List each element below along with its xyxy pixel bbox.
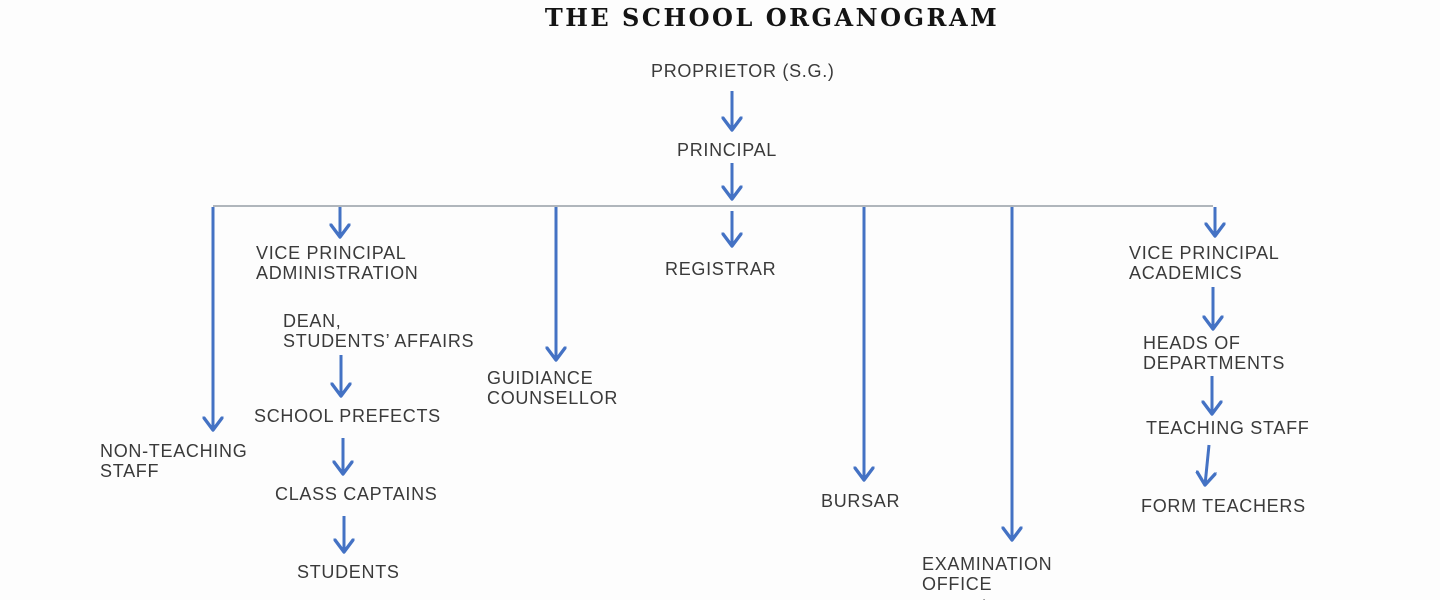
node-vice-principal-administration: VICE PRINCIPAL ADMINISTRATION bbox=[256, 243, 419, 283]
node-registrar: REGISTRAR bbox=[665, 259, 777, 279]
node-form-teachers: FORM TEACHERS bbox=[1141, 496, 1306, 516]
node-vice-principal-academics: VICE PRINCIPAL ACADEMICS bbox=[1129, 243, 1280, 283]
page-title: THE SCHOOL ORGANOGRAM bbox=[544, 3, 1000, 32]
node-bursar: BURSAR bbox=[821, 491, 901, 511]
node-guidance-counsellor: GUIDIANCE COUNSELLOR bbox=[487, 368, 619, 408]
node-principal: PRINCIPAL bbox=[677, 140, 777, 160]
arrow-teaching-staff-to-form-teachers bbox=[1205, 444, 1209, 485]
node-examination-office: EXAMINATION OFFICE bbox=[922, 554, 1053, 594]
node-students: STUDENTS bbox=[297, 562, 400, 582]
node-teaching-staff: TEACHING STAFF bbox=[1146, 418, 1310, 438]
node-school-prefects: SCHOOL PREFECTS bbox=[254, 406, 441, 426]
node-class-captains: CLASS CAPTAINS bbox=[275, 484, 438, 504]
node-dean-students-affairs: DEAN, STUDENTS’ AFFAIRS bbox=[283, 311, 475, 351]
node-proprietor: PROPRIETOR (S.G.) bbox=[651, 61, 835, 81]
stray-period-mark: . bbox=[982, 588, 987, 600]
node-non-teaching-staff: NON-TEACHING STAFF bbox=[100, 441, 248, 481]
node-heads-of-departments: HEADS OF DEPARTMENTS bbox=[1143, 333, 1286, 373]
